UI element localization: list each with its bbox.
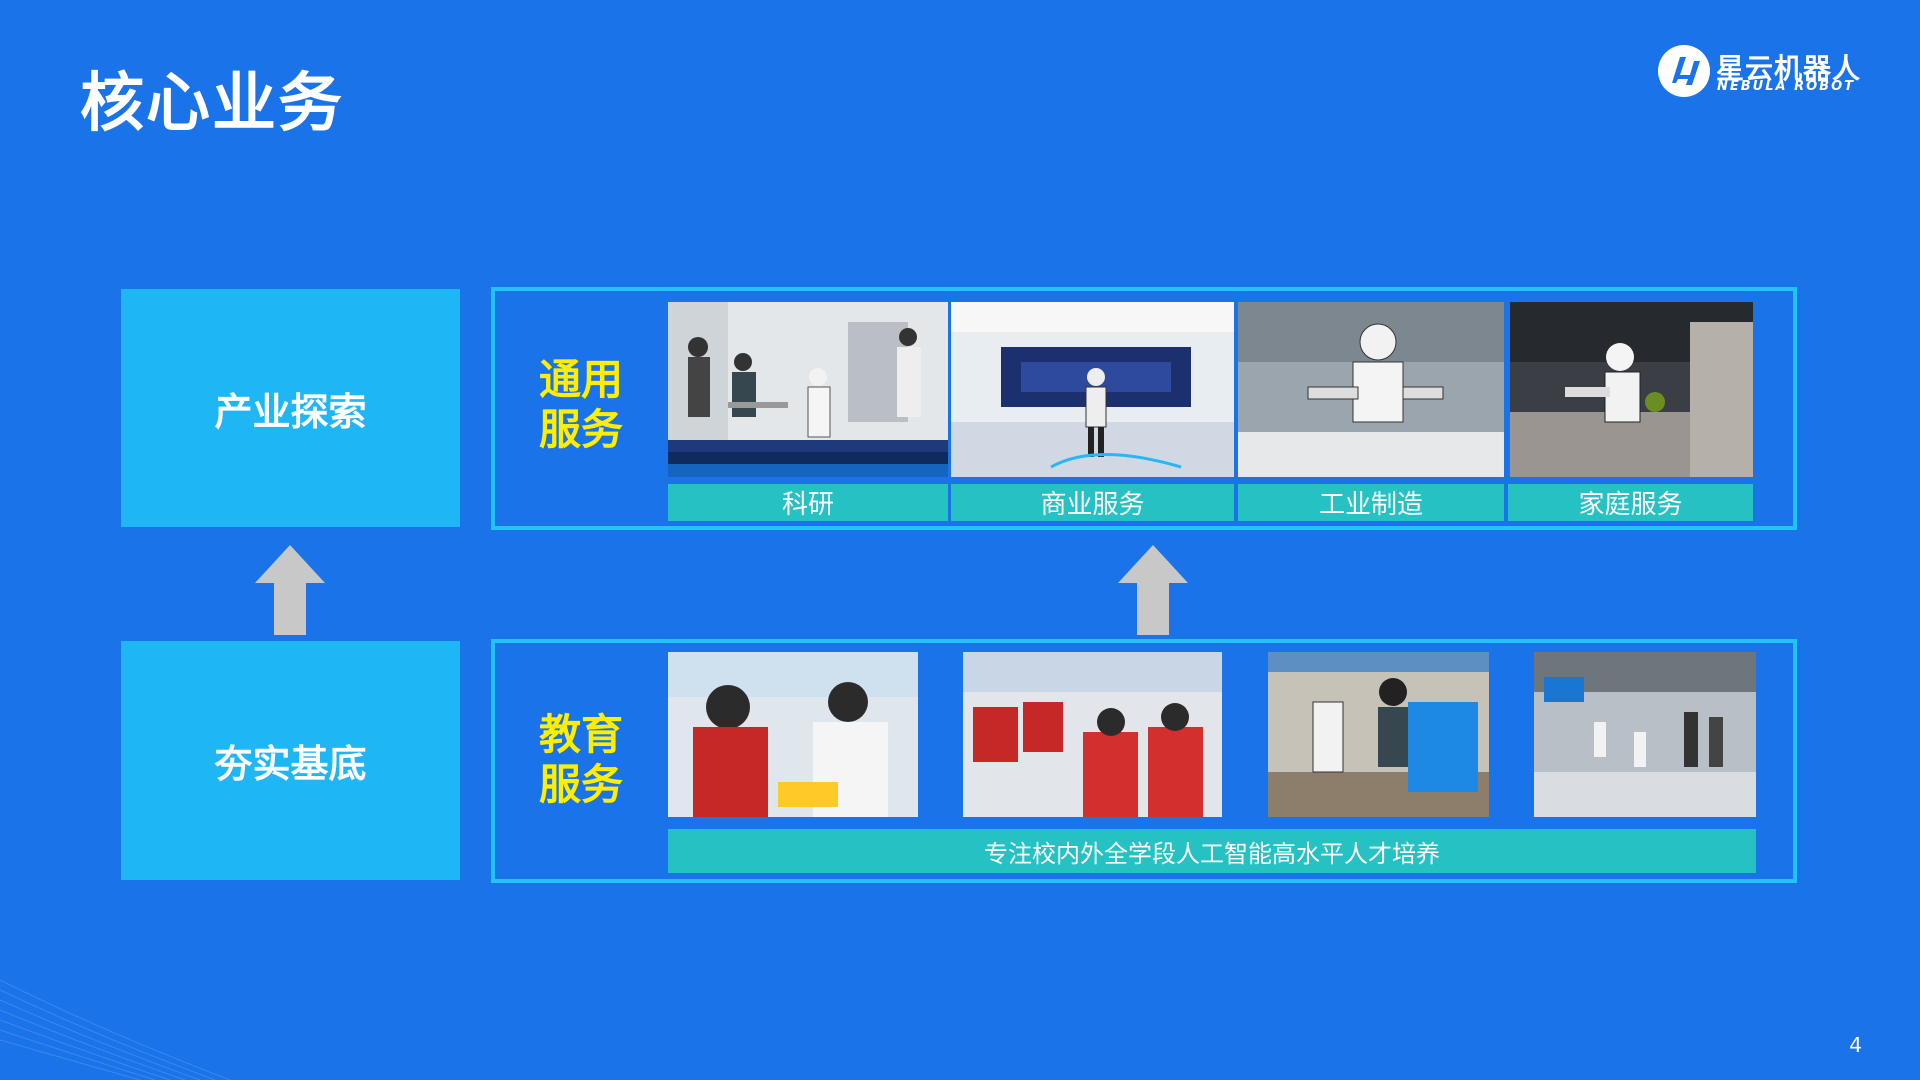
foundation-label: 夯实基底 — [214, 742, 367, 786]
caption-commercial-service: 商业服务 — [951, 484, 1234, 521]
education-photo-robot-lab — [1268, 652, 1489, 817]
education-photo-robot-hall — [1534, 652, 1756, 817]
caption-education: 专注校内外全学段人工智能高水平人才培养 — [668, 829, 1756, 873]
logo-chinese-name: 星云机器人 — [1716, 52, 1862, 85]
page-number: 4 — [1849, 1033, 1862, 1057]
nebula-logo-icon — [1658, 45, 1710, 97]
logo-english-name: NEBULA ROBOT — [1717, 79, 1855, 94]
education-service-label-line2: 服务 — [538, 760, 623, 809]
general-service-label-line1: 通用 — [538, 355, 623, 404]
education-service-label-line1: 教育 — [538, 710, 623, 759]
general-service-label-line2: 服务 — [538, 405, 623, 454]
caption-industrial-manufacturing: 工业制造 — [1238, 484, 1504, 521]
education-service-label: 教育 服务 — [531, 710, 631, 810]
decorative-swirl — [0, 979, 231, 1080]
home-service-photo — [1510, 302, 1753, 477]
industry-exploration-label: 产业探索 — [214, 389, 367, 434]
research-photo — [668, 302, 948, 477]
caption-home-service: 家庭服务 — [1508, 484, 1753, 521]
education-service-panel — [491, 639, 1797, 883]
general-service-panel — [491, 287, 1797, 530]
foundation-box: 夯实基底 — [121, 641, 460, 880]
industry-exploration-box: 产业探索 — [121, 289, 460, 527]
up-arrow-icon — [1118, 545, 1188, 635]
page-title: 核心业务 — [80, 67, 344, 141]
brand-logo: 星云机器人 NEBULA ROBOT — [1658, 45, 1863, 101]
caption-research: 科研 — [668, 484, 948, 521]
general-service-label: 通用 服务 — [531, 355, 631, 455]
commercial-service-photo — [951, 302, 1234, 477]
education-photo-kids — [668, 652, 918, 817]
industrial-manufacturing-photo — [1238, 302, 1504, 477]
education-photo-classroom — [963, 652, 1222, 817]
up-arrow-icon — [255, 545, 325, 635]
